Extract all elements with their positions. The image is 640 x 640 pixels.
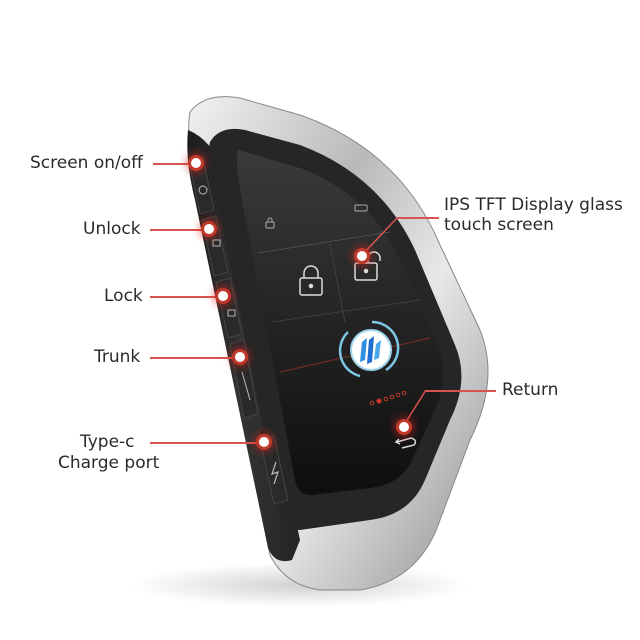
charge-bolt-icon — [271, 461, 279, 485]
marker-display — [357, 251, 367, 261]
page-dots — [369, 390, 407, 406]
leader-line-type-c — [150, 442, 262, 444]
leader-line-lock — [150, 296, 222, 298]
marker-unlock — [204, 224, 214, 234]
battery-icon — [354, 204, 368, 212]
marker-screen-on-off — [191, 158, 201, 168]
brand-logo — [338, 320, 400, 378]
callout-return: Return — [502, 380, 559, 400]
lock-small-icon — [265, 217, 275, 229]
return-arrow-icon — [396, 437, 417, 449]
callout-type-c-line1: Type-c — [80, 432, 135, 452]
marker-trunk — [235, 352, 245, 362]
leader-line-trunk — [150, 357, 238, 359]
callout-lock: Lock — [104, 286, 143, 306]
screen-lock-icon — [299, 265, 323, 296]
leader-line-unlock — [150, 229, 208, 231]
callout-display-line2: touch screen — [444, 215, 554, 235]
callout-trunk: Trunk — [94, 347, 141, 367]
power-icon — [198, 185, 208, 195]
callout-unlock: Unlock — [83, 219, 141, 239]
unlock-icon — [212, 239, 221, 247]
trunk-icon — [241, 371, 251, 401]
callout-screen-on-off: Screen on/off — [30, 153, 143, 173]
lock-icon — [227, 309, 236, 317]
leader-line-return — [426, 390, 496, 392]
marker-lock — [218, 291, 228, 301]
marker-return — [399, 422, 409, 432]
callout-display-line1: IPS TFT Display glass — [444, 195, 623, 215]
leader-line-display — [397, 217, 439, 219]
marker-type-c — [259, 437, 269, 447]
screen-unlock-icon — [354, 251, 381, 281]
leader-line-screen — [153, 163, 195, 165]
callout-type-c-line2: Charge port — [58, 453, 160, 473]
side-button-charge — [259, 435, 289, 505]
